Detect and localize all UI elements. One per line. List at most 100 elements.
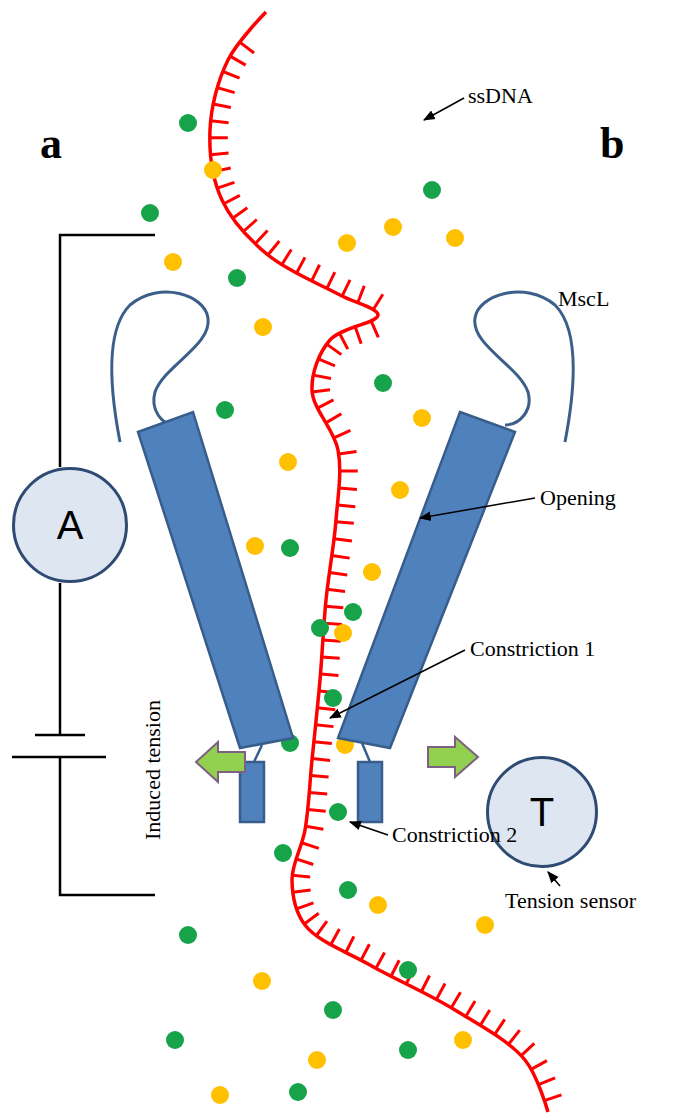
strand-label: ssDNA [468, 84, 533, 108]
ion-dot [476, 916, 494, 934]
dna-base [314, 742, 332, 744]
dna-base [292, 875, 310, 877]
dna-base [339, 333, 347, 349]
ion-dot [211, 1086, 229, 1104]
dna-base [346, 936, 354, 952]
dna-base [224, 195, 240, 203]
dna-base [302, 843, 319, 849]
dna-base [304, 913, 318, 924]
dna-base [325, 606, 343, 608]
dna-base [240, 42, 254, 53]
circuit-wire [60, 235, 155, 467]
tension-label: Induced tension [141, 700, 165, 840]
ion-dot [446, 229, 464, 247]
dna-base [509, 1030, 520, 1044]
ion-dot [324, 689, 342, 707]
dna-base [334, 539, 352, 541]
dna-base [316, 725, 334, 727]
dna-base [421, 975, 429, 991]
ion-dot [374, 374, 392, 392]
mscl-helix [138, 412, 293, 748]
dna-base [311, 776, 329, 777]
leader-arrow [548, 872, 560, 886]
dna-base [358, 286, 365, 303]
ion-dot [324, 1001, 342, 1019]
ion-dot [363, 563, 381, 581]
dna-base [223, 72, 240, 79]
ion-dot [274, 844, 292, 862]
leader-arrow [350, 822, 388, 835]
dna-base [318, 359, 335, 366]
ion-dot [179, 926, 197, 944]
dna-base [531, 1061, 547, 1070]
ion-dot [279, 453, 297, 471]
symbol-letter: T [530, 790, 554, 835]
dna-base [332, 556, 350, 559]
tension-arrow [428, 737, 478, 777]
ion-dot [164, 253, 182, 271]
dna-base [361, 944, 369, 960]
ion-dot [308, 1051, 326, 1069]
dna-base [217, 88, 234, 93]
part-label: Constriction 1 [470, 637, 595, 661]
dna-base [495, 1019, 505, 1034]
leader-arrow [424, 98, 464, 120]
dna-base [376, 953, 385, 969]
dna-base [296, 859, 313, 865]
dna-base [211, 121, 229, 123]
dna-base [213, 104, 231, 108]
dna-base [322, 657, 340, 658]
dna-base [355, 327, 361, 344]
battery-plate [35, 734, 85, 737]
mscl-helix [338, 412, 515, 748]
ammeter-symbol: A [12, 467, 128, 583]
ion-dot [399, 961, 417, 979]
ion-dot [338, 234, 356, 252]
dna-base [297, 903, 314, 909]
ion-dot [216, 401, 234, 419]
dna-base [451, 992, 460, 1007]
ion-dot [399, 1041, 417, 1059]
ion-dot [204, 161, 222, 179]
ion-dot [344, 603, 362, 621]
circuit-wire [59, 583, 62, 735]
dna-base [317, 400, 333, 408]
ion-dot [369, 896, 387, 914]
ion-dot [228, 269, 246, 287]
ion-dot [253, 972, 271, 990]
dna-base [306, 826, 324, 829]
ion-dot [254, 318, 272, 336]
ion-dot [289, 1083, 307, 1101]
ion-dot [423, 181, 441, 199]
dna-base [336, 522, 354, 524]
dna-base [312, 390, 330, 392]
ssdna-strand [210, 12, 562, 1112]
mscl-helix-small [358, 762, 382, 822]
dna-base [340, 470, 358, 473]
ion-dot [384, 218, 402, 236]
symbol-letter: A [57, 503, 84, 548]
protein-label: MscL [558, 287, 609, 311]
dna-base [326, 414, 341, 423]
dna-base [230, 56, 246, 65]
leader-arrow [420, 498, 535, 518]
dna-base [233, 208, 248, 218]
ion-dot [166, 1031, 184, 1049]
dna-base [293, 890, 311, 892]
ion-dot [413, 409, 431, 427]
dna-base [313, 375, 331, 378]
dna-base [331, 929, 340, 945]
ion-dot [281, 539, 299, 557]
dna-base [327, 589, 345, 591]
part-label: Opening [540, 486, 616, 510]
dna-base [316, 921, 327, 936]
ion-dot [311, 619, 329, 637]
dna-base [210, 136, 228, 139]
mscl-linker [362, 743, 370, 762]
part-label: Constriction 2 [392, 823, 517, 847]
dna-base [329, 572, 347, 574]
dna-base [312, 759, 330, 761]
dna-base [436, 984, 445, 1000]
ion-dot [179, 114, 197, 132]
mscl-linker [254, 745, 262, 762]
